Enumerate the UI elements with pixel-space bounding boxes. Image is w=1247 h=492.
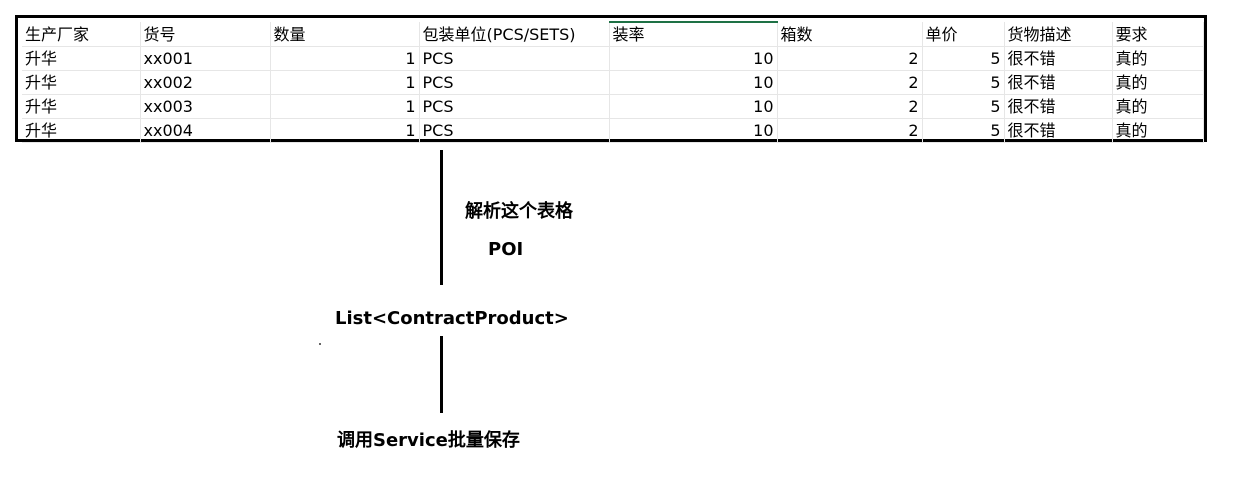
cell-package-unit: PCS bbox=[419, 70, 610, 95]
table-row: 升华 xx002 1 PCS 10 2 5 很不错 真的 bbox=[22, 70, 1204, 95]
cell-item-no: xx002 bbox=[140, 70, 271, 95]
cell-quantity: 1 bbox=[270, 70, 420, 95]
cell-item-no: xx003 bbox=[140, 94, 271, 119]
cell-box-count: 2 bbox=[777, 94, 923, 119]
spreadsheet-table: 生产厂家 货号 数量 包装单位(PCS/SETS) 装率 箱数 单价 货物描述 … bbox=[15, 15, 1207, 143]
table-row: 升华 xx001 1 PCS 10 2 5 很不错 真的 bbox=[22, 46, 1204, 71]
cell-item-no: xx001 bbox=[140, 46, 271, 71]
cell-description: 很不错 bbox=[1004, 70, 1113, 95]
cell-packing-rate: 10 bbox=[609, 46, 778, 71]
cell-unit-price: 5 bbox=[922, 118, 1005, 143]
table-header-row: 生产厂家 货号 数量 包装单位(PCS/SETS) 装率 箱数 单价 货物描述 … bbox=[22, 21, 1204, 47]
cell-box-count: 2 bbox=[777, 70, 923, 95]
cell-package-unit: PCS bbox=[419, 118, 610, 143]
list-result-label: List<ContractProduct> bbox=[335, 308, 569, 329]
cell-item-no: xx004 bbox=[140, 118, 271, 143]
cell-package-unit: PCS bbox=[419, 46, 610, 71]
header-unit-price: 单价 bbox=[922, 22, 1005, 47]
cell-requirement: 真的 bbox=[1112, 70, 1204, 95]
cell-description: 很不错 bbox=[1004, 94, 1113, 119]
header-item-no: 货号 bbox=[140, 22, 271, 47]
cell-manufacturer: 升华 bbox=[22, 94, 141, 119]
table-row: 升华 xx004 1 PCS 10 2 5 很不错 真的 bbox=[22, 118, 1204, 143]
cell-description: 很不错 bbox=[1004, 46, 1113, 71]
product-table: 生产厂家 货号 数量 包装单位(PCS/SETS) 装率 箱数 单价 货物描述 … bbox=[22, 21, 1204, 143]
header-description: 货物描述 bbox=[1004, 22, 1113, 47]
cell-package-unit: PCS bbox=[419, 94, 610, 119]
cell-quantity: 1 bbox=[270, 94, 420, 119]
header-packing-rate: 装率 bbox=[609, 21, 778, 47]
cell-unit-price: 5 bbox=[922, 46, 1005, 71]
cell-description: 很不错 bbox=[1004, 118, 1113, 143]
table-row: 升华 xx003 1 PCS 10 2 5 很不错 真的 bbox=[22, 94, 1204, 119]
cell-manufacturer: 升华 bbox=[22, 70, 141, 95]
header-package-unit: 包装单位(PCS/SETS) bbox=[419, 22, 610, 47]
parse-step-label: 解析这个表格 bbox=[465, 201, 573, 222]
cell-manufacturer: 升华 bbox=[22, 46, 141, 71]
cell-quantity: 1 bbox=[270, 46, 420, 71]
cell-packing-rate: 10 bbox=[609, 118, 778, 143]
cell-packing-rate: 10 bbox=[609, 70, 778, 95]
header-quantity: 数量 bbox=[270, 22, 420, 47]
cell-box-count: 2 bbox=[777, 46, 923, 71]
cell-quantity: 1 bbox=[270, 118, 420, 143]
cell-requirement: 真的 bbox=[1112, 118, 1204, 143]
header-box-count: 箱数 bbox=[777, 22, 923, 47]
header-requirement: 要求 bbox=[1112, 22, 1204, 47]
cell-unit-price: 5 bbox=[922, 94, 1005, 119]
cell-box-count: 2 bbox=[777, 118, 923, 143]
stray-dot bbox=[319, 343, 321, 345]
poi-tool-label: POI bbox=[488, 239, 524, 260]
cell-requirement: 真的 bbox=[1112, 94, 1204, 119]
flow-connector-line bbox=[440, 336, 443, 413]
flow-connector-line bbox=[440, 150, 443, 285]
cell-packing-rate: 10 bbox=[609, 94, 778, 119]
cell-requirement: 真的 bbox=[1112, 46, 1204, 71]
cell-unit-price: 5 bbox=[922, 70, 1005, 95]
header-manufacturer: 生产厂家 bbox=[22, 22, 141, 47]
cell-manufacturer: 升华 bbox=[22, 118, 141, 143]
service-save-label: 调用Service批量保存 bbox=[337, 430, 520, 451]
